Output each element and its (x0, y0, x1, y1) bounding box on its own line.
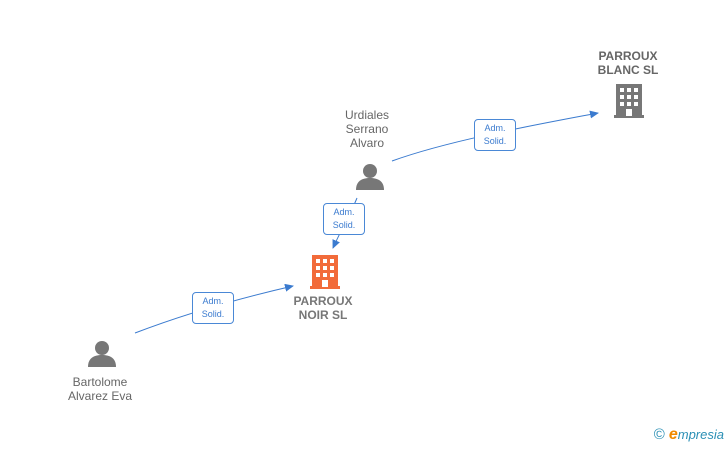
node-label-urdiales[interactable]: Urdiales Serrano Alvaro (344, 108, 389, 150)
node-label-bartolome[interactable]: Bartolome Alvarez Eva (67, 375, 133, 403)
edge-label-urdiales-parroux-noir[interactable]: Adm. Solid. (323, 203, 365, 235)
brand-logo-initial: e (668, 426, 678, 443)
copyright-symbol: © (653, 426, 665, 443)
empresia-watermark: ©empresia (654, 426, 724, 444)
brand-logo-text: mpresia (677, 427, 724, 442)
node-label-parroux-noir[interactable]: PARROUX NOIR SL (293, 294, 353, 322)
person-icon[interactable] (356, 164, 384, 190)
building-icon[interactable] (614, 84, 644, 118)
edge-label-bartolome-parroux-noir[interactable]: Adm. Solid. (192, 292, 234, 324)
person-icon[interactable] (88, 341, 116, 367)
building-icon[interactable] (310, 255, 340, 289)
edge-label-urdiales-parroux-blanc[interactable]: Adm. Solid. (474, 119, 516, 151)
node-label-parroux-blanc[interactable]: PARROUX BLANC SL (597, 49, 659, 77)
